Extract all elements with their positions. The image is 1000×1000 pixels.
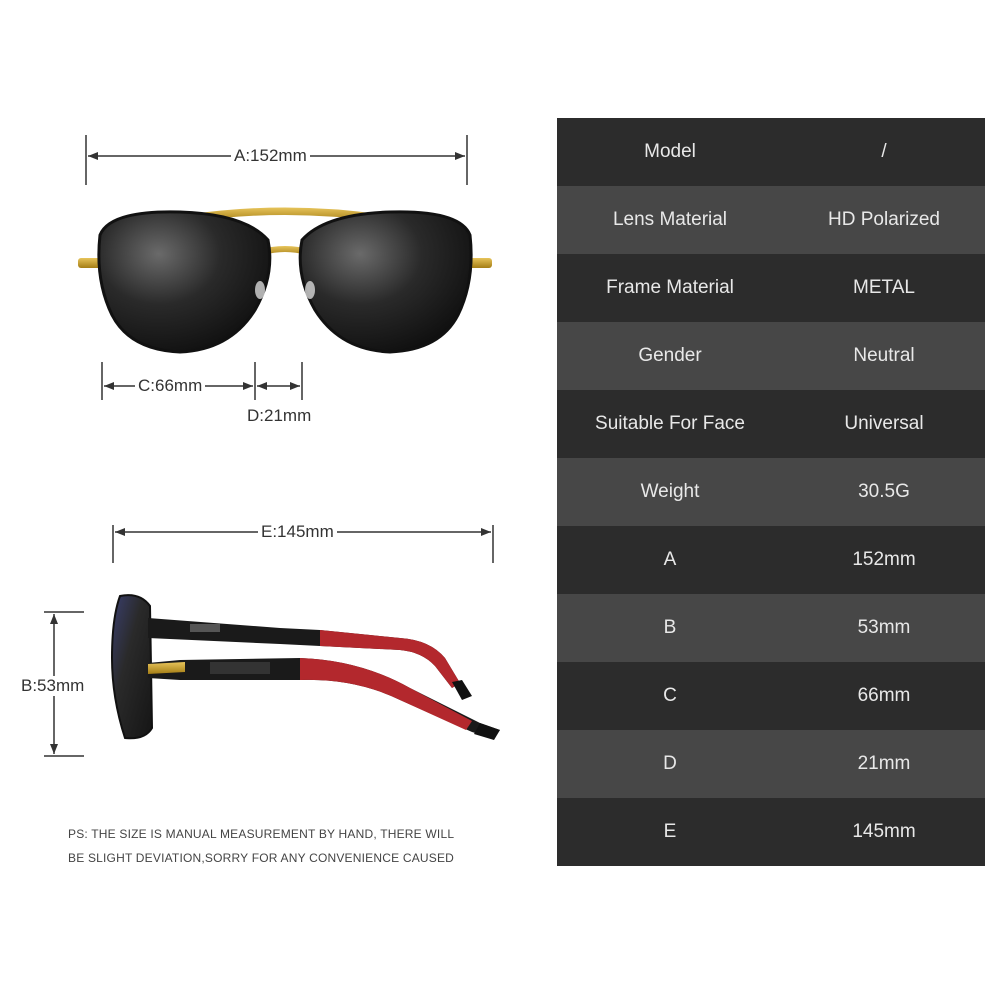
disclaimer-line-2: BE SLIGHT DEVIATION,SORRY FOR ANY CONVEN… (68, 851, 455, 865)
spec-label: C (663, 685, 677, 706)
dimension-a-label: A:152mm (231, 146, 310, 166)
spec-row: Frame Material METAL (557, 254, 985, 322)
spec-label: Lens Material (612, 209, 728, 230)
spec-row: Gender Neutral (557, 322, 985, 390)
side-lens (110, 594, 154, 740)
spec-row: Weight 30.5G (557, 458, 985, 526)
right-lens (298, 210, 473, 354)
spec-row: Suitable For Face Universal (557, 390, 985, 458)
spec-value: 53mm (857, 617, 911, 638)
spec-label: D (663, 753, 677, 774)
measurement-disclaimer: PS: THE SIZE IS MANUAL MEASUREMENT BY HA… (68, 822, 454, 870)
disclaimer-line-1: PS: THE SIZE IS MANUAL MEASUREMENT BY HA… (68, 827, 455, 841)
spec-label: A (663, 549, 677, 570)
spec-label: E (663, 821, 677, 842)
spec-value: 21mm (857, 753, 911, 774)
spec-value: 30.5G (858, 481, 910, 502)
spec-row: Model / (557, 118, 985, 186)
spec-label: Model (644, 141, 696, 162)
spec-value: Neutral (853, 345, 915, 366)
spec-label: B (663, 617, 677, 638)
spec-label: Weight (640, 481, 700, 502)
spec-value: 66mm (857, 685, 911, 706)
dimension-d-label: D:21mm (244, 406, 315, 426)
front-view-sunglasses (78, 207, 492, 354)
dimension-e-label: E:145mm (258, 522, 337, 542)
side-view-sunglasses (110, 594, 500, 740)
spec-row: C 66mm (557, 662, 985, 730)
spec-value: 152mm (852, 549, 916, 570)
spec-value: / (881, 141, 887, 162)
spec-row: A 152mm (557, 526, 985, 594)
spec-label: Suitable For Face (595, 413, 745, 434)
spec-value: METAL (853, 277, 915, 298)
spec-value: HD Polarized (828, 209, 940, 230)
spec-row: B 53mm (557, 594, 985, 662)
spec-label: Frame Material (606, 277, 734, 298)
spec-row: E 145mm (557, 798, 985, 866)
spec-label: Gender (638, 345, 702, 366)
left-lens (97, 210, 272, 354)
dimension-b-label: B:53mm (18, 676, 88, 696)
spec-value: 145mm (852, 821, 916, 842)
spec-row: Lens Material HD Polarized (557, 186, 985, 254)
dimension-c-label: C:66mm (135, 376, 206, 396)
spec-value: Universal (844, 413, 924, 434)
spec-row: D 21mm (557, 730, 985, 798)
